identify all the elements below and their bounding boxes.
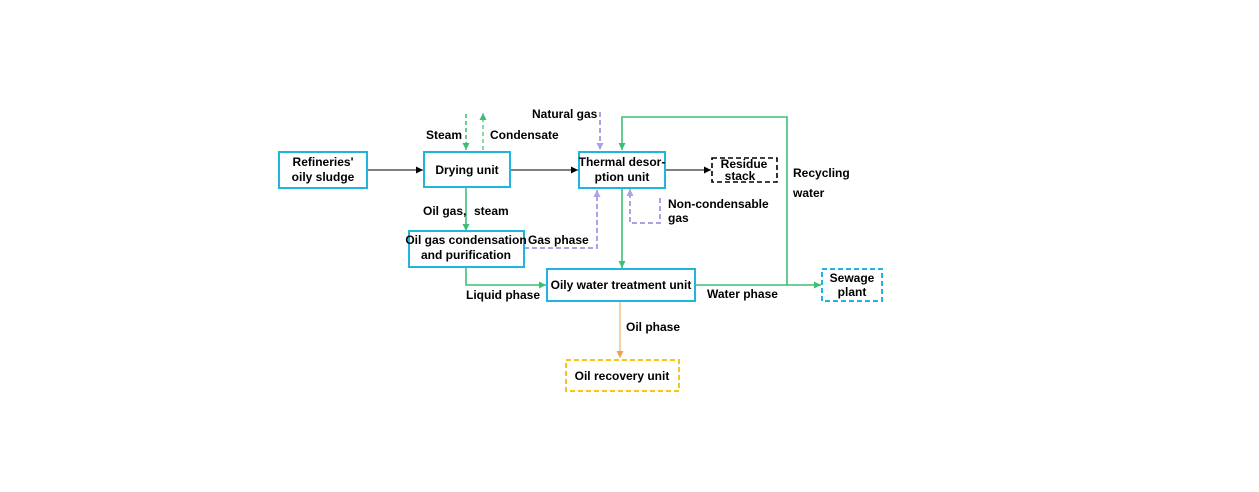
- svg-text:ption unit: ption unit: [595, 170, 650, 184]
- label-recycling: Recycling: [793, 166, 850, 180]
- svg-text:Oil recovery unit: Oil recovery unit: [575, 369, 670, 383]
- edge-recycling-water: [618, 116, 788, 285]
- edge-liquid-phase: [465, 267, 546, 289]
- svg-text:Oily water treatment unit: Oily water treatment unit: [551, 278, 692, 292]
- node-oil-recovery-unit: Oil recovery unit: [565, 359, 680, 392]
- label-non-condensable-gas: gas: [668, 211, 689, 225]
- edge-gas-phase: [524, 190, 601, 249]
- edge-non-condensable-gas: [626, 189, 661, 224]
- label-oil-phase: Oil phase: [626, 320, 680, 334]
- node-sewage-plant: Sewage plant: [821, 268, 883, 302]
- label-non-condensable: Non-condensable: [668, 197, 769, 211]
- label-oil-gas: Oil gas,: [423, 204, 466, 218]
- svg-text:Thermal desor-: Thermal desor-: [579, 155, 666, 169]
- label-condensate: Condensate: [490, 128, 559, 142]
- svg-text:Oil gas condensation: Oil gas condensation: [405, 233, 526, 247]
- label-steam: Steam: [426, 128, 462, 142]
- node-oily-water-treatment-unit: Oily water treatment unit: [546, 268, 696, 302]
- node-oily-sludge: Refineries' oily sludge: [278, 151, 368, 189]
- svg-text:Residue: Residue: [721, 157, 768, 171]
- svg-text:Sewage: Sewage: [830, 271, 875, 285]
- svg-text:Drying unit: Drying unit: [435, 163, 498, 177]
- label-steam-2: steam: [474, 204, 509, 218]
- svg-text:and purification: and purification: [421, 248, 511, 262]
- svg-text:oily sludge: oily sludge: [292, 170, 355, 184]
- svg-text:plant: plant: [838, 285, 867, 299]
- label-recycling-water: water: [792, 186, 825, 200]
- label-natural-gas: Natural gas: [532, 107, 598, 121]
- label-gas-phase: Gas phase: [528, 233, 589, 247]
- label-liquid-phase: Liquid phase: [466, 288, 540, 302]
- node-oil-gas-condensation: Oil gas condensation and purification: [405, 230, 527, 268]
- svg-text:stack: stack: [725, 169, 756, 183]
- node-thermal-desorption-unit: Thermal desor- ption unit: [578, 151, 666, 189]
- node-drying-unit: Drying unit: [423, 151, 511, 188]
- node-residue-stack: Residue stack: [711, 157, 778, 183]
- svg-text:Refineries': Refineries': [293, 155, 354, 169]
- label-water-phase: Water phase: [707, 287, 778, 301]
